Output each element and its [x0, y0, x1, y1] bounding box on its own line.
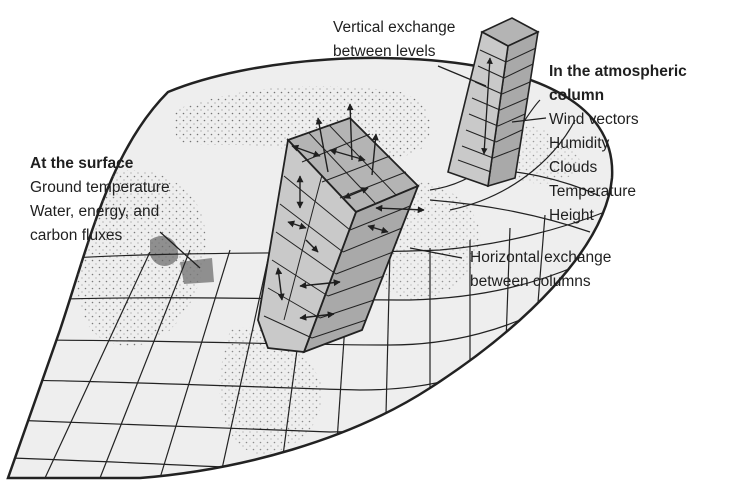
atmos-item-temperature: Temperature	[549, 183, 637, 200]
vertical-exchange-line-2: between levels	[333, 43, 436, 60]
horizontal-exchange-line-2: between columns	[470, 273, 591, 290]
atmos-item-humidity: Humidity	[549, 135, 610, 152]
atmospheric-column-distant	[447, 17, 540, 188]
label-atmospheric-column: In the atmospheric column Wind vectors H…	[549, 60, 687, 228]
atmospheric-heading-line-1: In the atmospheric	[549, 63, 687, 80]
atmospheric-column-near	[257, 103, 425, 354]
surface-item-ground-temperature: Ground temperature	[30, 179, 170, 196]
surface-heading: At the surface	[30, 155, 134, 172]
atmospheric-heading-line-2: column	[549, 87, 605, 104]
label-vertical-exchange: Vertical exchange between levels	[333, 16, 455, 64]
atmos-item-height: Height	[549, 207, 594, 224]
atmos-item-clouds: Clouds	[549, 159, 598, 176]
surface-item-fluxes-line-1: Water, energy, and	[30, 203, 160, 220]
label-horizontal-exchange: Horizontal exchange between columns	[470, 246, 611, 294]
atmos-item-wind-vectors: Wind vectors	[549, 111, 639, 128]
vertical-exchange-line-1: Vertical exchange	[333, 19, 456, 36]
surface-item-fluxes-line-2: carbon fluxes	[30, 227, 123, 244]
label-surface: At the surface Ground temperature Water,…	[30, 152, 170, 248]
horizontal-exchange-line-1: Horizontal exchange	[470, 249, 612, 266]
leader-lines	[159, 65, 547, 269]
